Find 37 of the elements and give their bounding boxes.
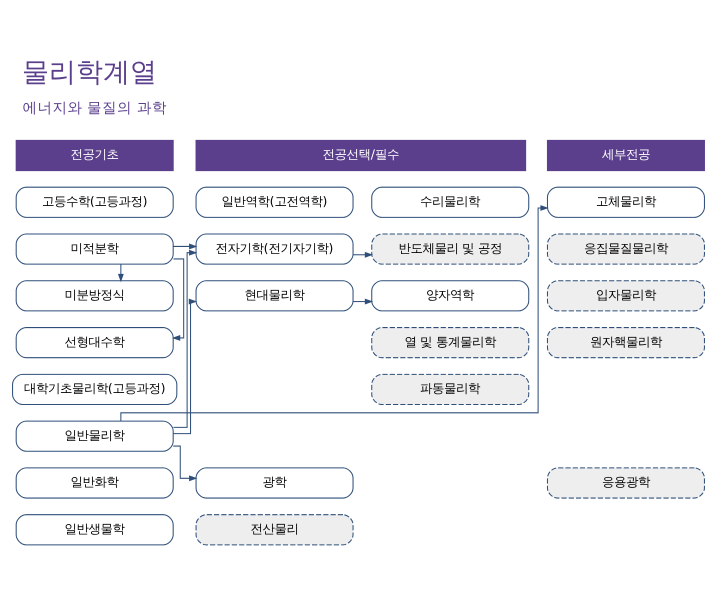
node-box: 전자기학(전기자기학)	[196, 233, 354, 265]
node-box: 선형대수학	[16, 327, 174, 358]
arrow	[173, 244, 198, 250]
node-box: 파동물리학	[371, 374, 530, 405]
node-box: 일반생물학	[16, 514, 174, 546]
node-box: 고등수학(고등과정)	[16, 186, 174, 218]
node-box: 현대물리학	[196, 280, 354, 312]
node-box: 고체물리학	[546, 186, 705, 218]
node-box: 일반물리학	[16, 420, 174, 452]
node-box: 일반화학	[16, 467, 174, 499]
diagram-title: 물리학계열	[22, 56, 157, 88]
node-box: 입자물리학	[546, 280, 705, 312]
node-box: 세부전공	[546, 140, 705, 172]
node-box: 전산물리	[196, 514, 354, 546]
node-box: 양자역학	[371, 280, 530, 312]
arrow	[353, 252, 374, 258]
node-box: 응용광학	[546, 467, 705, 499]
arrow	[353, 298, 374, 304]
node-box: 전공기초	[16, 140, 174, 172]
node-box: 열 및 통계물리학	[371, 327, 530, 358]
node-box: 수리물리학	[371, 186, 530, 218]
node-box: 원자핵물리학	[546, 327, 705, 358]
arrow	[173, 250, 198, 428]
node-box: 광학	[196, 467, 354, 499]
node-box: 반도체물리 및 공정	[371, 233, 530, 265]
label: 에너지와 물질의 과학	[22, 100, 167, 117]
arrow	[173, 298, 198, 434]
node-box: 일반역학(고전역학)	[196, 186, 354, 218]
arrow	[172, 258, 184, 341]
node-box: 대학기초물리학(고등과정)	[12, 374, 178, 405]
node-box: 응집물질물리학	[546, 233, 705, 265]
node-box: 미분방정식	[16, 280, 174, 312]
arrow	[173, 446, 198, 482]
arrow	[120, 205, 549, 421]
arrow	[118, 264, 124, 282]
node-box: 미적분학	[16, 233, 174, 265]
node-box: 전공선택/필수	[196, 140, 526, 172]
